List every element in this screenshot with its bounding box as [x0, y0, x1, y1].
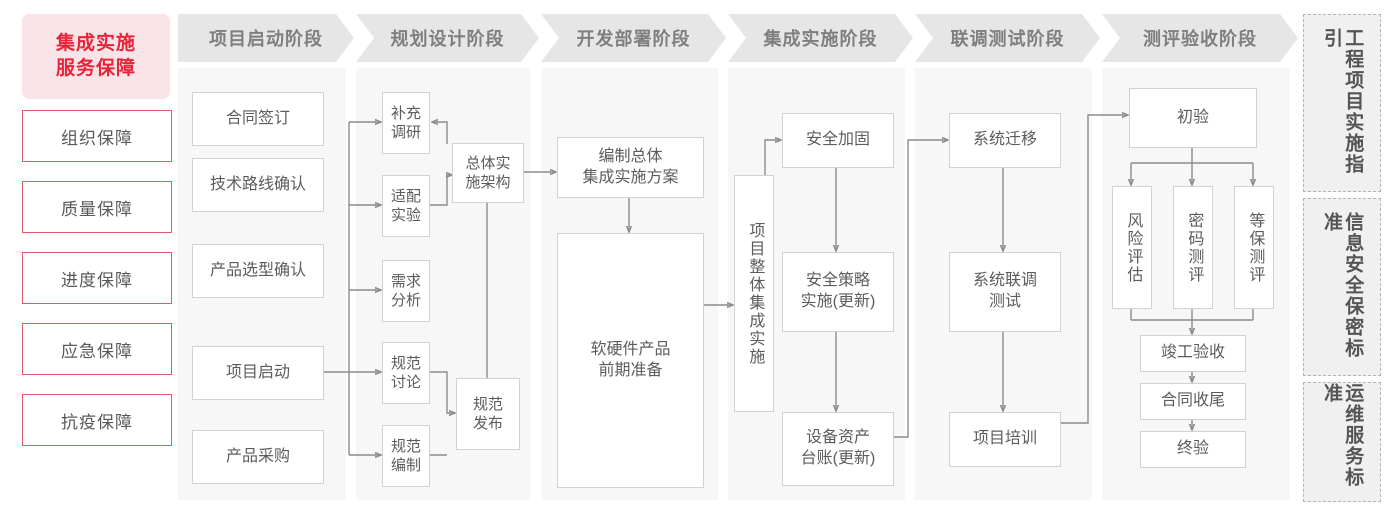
standard-panel-label: 运维服务标准 — [1321, 383, 1364, 488]
node-project-kickoff[interactable]: 项目启动 — [192, 346, 324, 400]
phase-header-label: 测评验收阶段 — [1143, 29, 1257, 49]
node-preliminary-acceptance[interactable]: 初验 — [1129, 88, 1257, 148]
node-label: 适配实验 — [390, 187, 421, 225]
node-label: 软硬件产品前期准备 — [590, 340, 671, 379]
node-cryptography-evaluation[interactable]: 密码测评 — [1173, 186, 1213, 309]
standard-panel-engineering-guideline[interactable]: 工程项目实施指引 — [1303, 14, 1381, 192]
node-label: 编制总体集成实施方案 — [582, 147, 679, 186]
guarantee-title-line-1: 集成实施 — [55, 33, 136, 55]
node-draft-overall-integration-plan[interactable]: 编制总体集成实施方案 — [557, 137, 704, 198]
node-label: 规范讨论 — [390, 354, 421, 392]
guarantee-title-card: 集成实施 服务保障 — [22, 14, 170, 99]
guarantee-item-organization[interactable]: 组织保障 — [22, 110, 172, 162]
node-project-training[interactable]: 项目培训 — [949, 412, 1061, 467]
phase-header-label: 规划设计阶段 — [390, 29, 505, 49]
phase-header-label: 开发部署阶段 — [576, 29, 691, 49]
node-overall-project-integration[interactable]: 项目整体集成实施 — [734, 175, 774, 412]
node-product-selection-confirm[interactable]: 产品选型确认 — [192, 244, 324, 298]
node-label: 安全加固 — [805, 131, 870, 149]
node-label: 设备资产台账(更新) — [800, 429, 876, 467]
phase-header-3[interactable]: 开发部署阶段 — [541, 14, 726, 62]
guarantee-item-label: 质量保障 — [61, 199, 133, 219]
node-adaptation-experiment[interactable]: 适配实验 — [382, 175, 430, 237]
node-overall-implementation-architecture[interactable]: 总体实施架构 — [452, 143, 524, 203]
standard-panel-infosec-standard[interactable]: 信息安全保密标准 — [1303, 198, 1381, 376]
guarantee-item-schedule[interactable]: 进度保障 — [22, 252, 172, 304]
node-label: 等保测评 — [1246, 211, 1264, 284]
guarantee-item-label: 进度保障 — [61, 270, 133, 290]
node-label: 合同收尾 — [1160, 392, 1225, 410]
node-hw-sw-preparation[interactable]: 软硬件产品前期准备 — [557, 233, 704, 488]
phase-header-2[interactable]: 规划设计阶段 — [356, 14, 539, 62]
guarantee-item-quality[interactable]: 质量保障 — [22, 181, 172, 233]
node-tech-route-confirm[interactable]: 技术路线确认 — [192, 158, 324, 212]
node-label: 初验 — [1176, 108, 1209, 126]
node-asset-ledger-update[interactable]: 设备资产台账(更新) — [782, 412, 894, 486]
node-completion-acceptance[interactable]: 竣工验收 — [1140, 335, 1246, 372]
node-supplementary-research[interactable]: 补充调研 — [382, 92, 430, 154]
phase-header-5[interactable]: 联调测试阶段 — [915, 14, 1100, 62]
node-label: 系统迁移 — [972, 131, 1037, 149]
node-label: 需求分析 — [390, 272, 421, 310]
node-label: 密码测评 — [1185, 211, 1203, 284]
node-final-acceptance[interactable]: 终验 — [1140, 431, 1246, 468]
guarantee-item-label: 应急保障 — [61, 341, 133, 361]
node-label: 合同签订 — [225, 109, 290, 127]
node-product-procurement[interactable]: 产品采购 — [192, 430, 324, 484]
phase-header-6[interactable]: 测评验收阶段 — [1102, 14, 1298, 62]
node-security-hardening[interactable]: 安全加固 — [782, 113, 894, 168]
node-system-joint-test[interactable]: 系统联调测试 — [949, 252, 1061, 332]
node-contract-signing[interactable]: 合同签订 — [192, 92, 324, 146]
node-label: 终验 — [1176, 440, 1209, 458]
node-standard-drafting[interactable]: 规范编制 — [382, 425, 430, 487]
node-label: 技术路线确认 — [209, 175, 306, 193]
node-label: 竣工验收 — [1160, 344, 1225, 362]
node-label: 项目培训 — [972, 430, 1037, 448]
node-contract-closeout[interactable]: 合同收尾 — [1140, 383, 1246, 420]
node-label: 规范编制 — [390, 437, 421, 475]
node-security-policy-implementation[interactable]: 安全策略实施(更新) — [782, 252, 894, 332]
node-risk-assessment[interactable]: 风险评估 — [1112, 186, 1152, 309]
node-label: 安全策略实施(更新) — [800, 272, 876, 310]
phase-header-label: 集成实施阶段 — [763, 29, 878, 49]
node-label: 补充调研 — [390, 104, 421, 142]
guarantee-item-emergency[interactable]: 应急保障 — [22, 323, 172, 375]
node-label: 产品采购 — [225, 447, 290, 465]
standard-panel-label: 工程项目实施指引 — [1321, 28, 1364, 175]
guarantee-item-label: 抗疫保障 — [61, 412, 133, 432]
node-label: 规范发布 — [472, 395, 503, 433]
node-standard-release[interactable]: 规范发布 — [456, 378, 520, 450]
phase-header-4[interactable]: 集成实施阶段 — [728, 14, 913, 62]
node-standard-discussion[interactable]: 规范讨论 — [382, 342, 430, 404]
node-label: 项目启动 — [225, 363, 290, 381]
phase-header-1[interactable]: 项目启动阶段 — [178, 14, 354, 62]
node-label: 项目整体集成实施 — [746, 221, 764, 366]
node-label: 产品选型确认 — [209, 261, 306, 279]
guarantee-item-epidemic[interactable]: 抗疫保障 — [22, 394, 172, 446]
standard-panel-ops-service-standard[interactable]: 运维服务标准 — [1303, 382, 1381, 502]
phase-header-label: 项目启动阶段 — [209, 29, 323, 49]
node-requirement-analysis[interactable]: 需求分析 — [382, 260, 430, 322]
phase-header-label: 联调测试阶段 — [950, 29, 1065, 49]
standard-panel-label: 信息安全保密标准 — [1321, 212, 1364, 359]
node-label: 风险评估 — [1124, 211, 1142, 284]
node-mlps-evaluation[interactable]: 等保测评 — [1234, 186, 1274, 309]
guarantee-title-line-2: 服务保障 — [55, 57, 136, 79]
node-label: 系统联调测试 — [972, 272, 1037, 310]
node-system-migration[interactable]: 系统迁移 — [949, 113, 1061, 168]
node-label: 总体实施架构 — [465, 154, 511, 192]
guarantee-item-label: 组织保障 — [61, 128, 133, 148]
